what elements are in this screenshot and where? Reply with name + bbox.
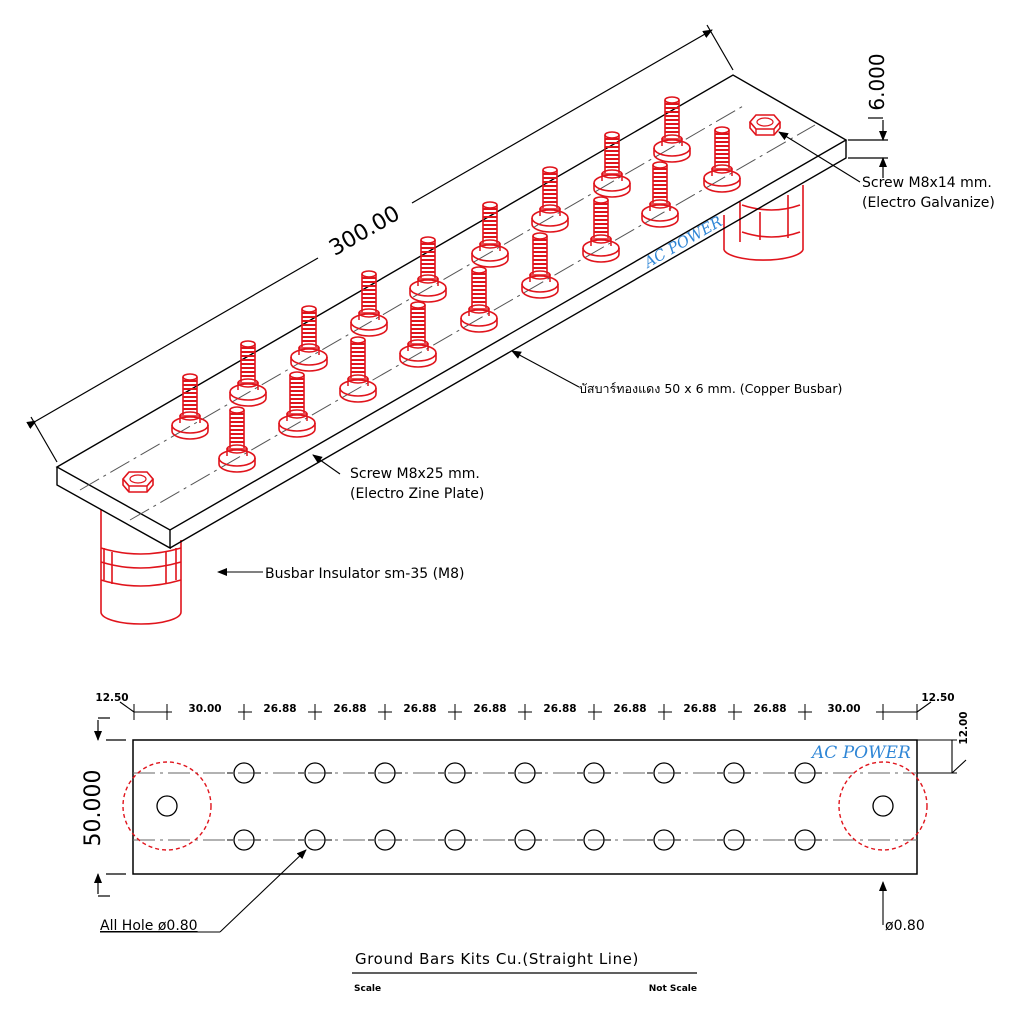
length-dimension [26, 24, 734, 463]
screw-m8x14-spec: (Electro Galvanize) [862, 195, 995, 211]
insulator-left [100, 510, 182, 625]
screw-m8x25-spec: (Electro Zine Plate) [350, 486, 484, 502]
dim-label-end-left: 12.50 [95, 692, 128, 704]
end-hole-right [838, 761, 928, 851]
top-view: AC POWER [81, 692, 970, 934]
callout-leaders [217, 131, 861, 576]
isometric-view: AC POWER 300.00 6.000 Screw M8x14 mm. (E… [26, 24, 995, 625]
insulator-label: Busbar Insulator sm-35 (M8) [265, 566, 465, 582]
scale-value: Not Scale [649, 984, 697, 994]
edge-dim-label: 12.00 [958, 711, 970, 744]
thickness-dim-label: 6.000 [865, 53, 889, 110]
top-view-plate [132, 739, 918, 875]
watermark-top: AC POWER [810, 743, 911, 763]
dim-label: 30.00 [188, 703, 221, 715]
drawing-title: Ground Bars Kits Cu.(Straight Line) [355, 950, 639, 968]
all-hole-label: All Hole ø0.80 [100, 918, 198, 934]
scale-label: Scale [354, 984, 381, 994]
copper-busbar [55, 74, 848, 550]
width-dim-label: 50.000 [81, 770, 106, 847]
dim-label: 26.88 [333, 703, 366, 715]
dim-label: 26.88 [403, 703, 436, 715]
dim-label: 26.88 [753, 703, 786, 715]
dim-label: 26.88 [263, 703, 296, 715]
dim-label: 30.00 [827, 703, 860, 715]
title-block: Ground Bars Kits Cu.(Straight Line) Scal… [352, 950, 697, 994]
end-hole-left [122, 761, 212, 851]
insulator-right [723, 185, 804, 261]
length-dim-label: 300.00 [325, 201, 404, 261]
top-view-centerlines [133, 772, 917, 841]
spacing-dimension-chain [119, 701, 932, 720]
thickness-dimension [848, 117, 888, 178]
dim-label: 26.88 [613, 703, 646, 715]
dim-label: 26.88 [543, 703, 576, 715]
dim-label: 26.88 [473, 703, 506, 715]
screw-m8x25-label: Screw M8x25 mm. [350, 466, 480, 482]
screw-m8x14-label: Screw M8x14 mm. [862, 175, 992, 191]
busbar-label: บัสบาร์ทองแดง 50 x 6 mm. (Copper Busbar) [579, 381, 842, 396]
width-dimension [94, 717, 126, 897]
dim-label-end-right: 12.50 [921, 692, 954, 704]
hole-diameter-label: ø0.80 [885, 918, 925, 934]
edge-dimension [917, 739, 967, 774]
spacing-dimension-labels: 12.50 30.00 26.88 26.88 26.88 26.88 26.8… [95, 692, 954, 715]
hole-callout-leaders [100, 849, 887, 933]
dim-label: 26.88 [683, 703, 716, 715]
